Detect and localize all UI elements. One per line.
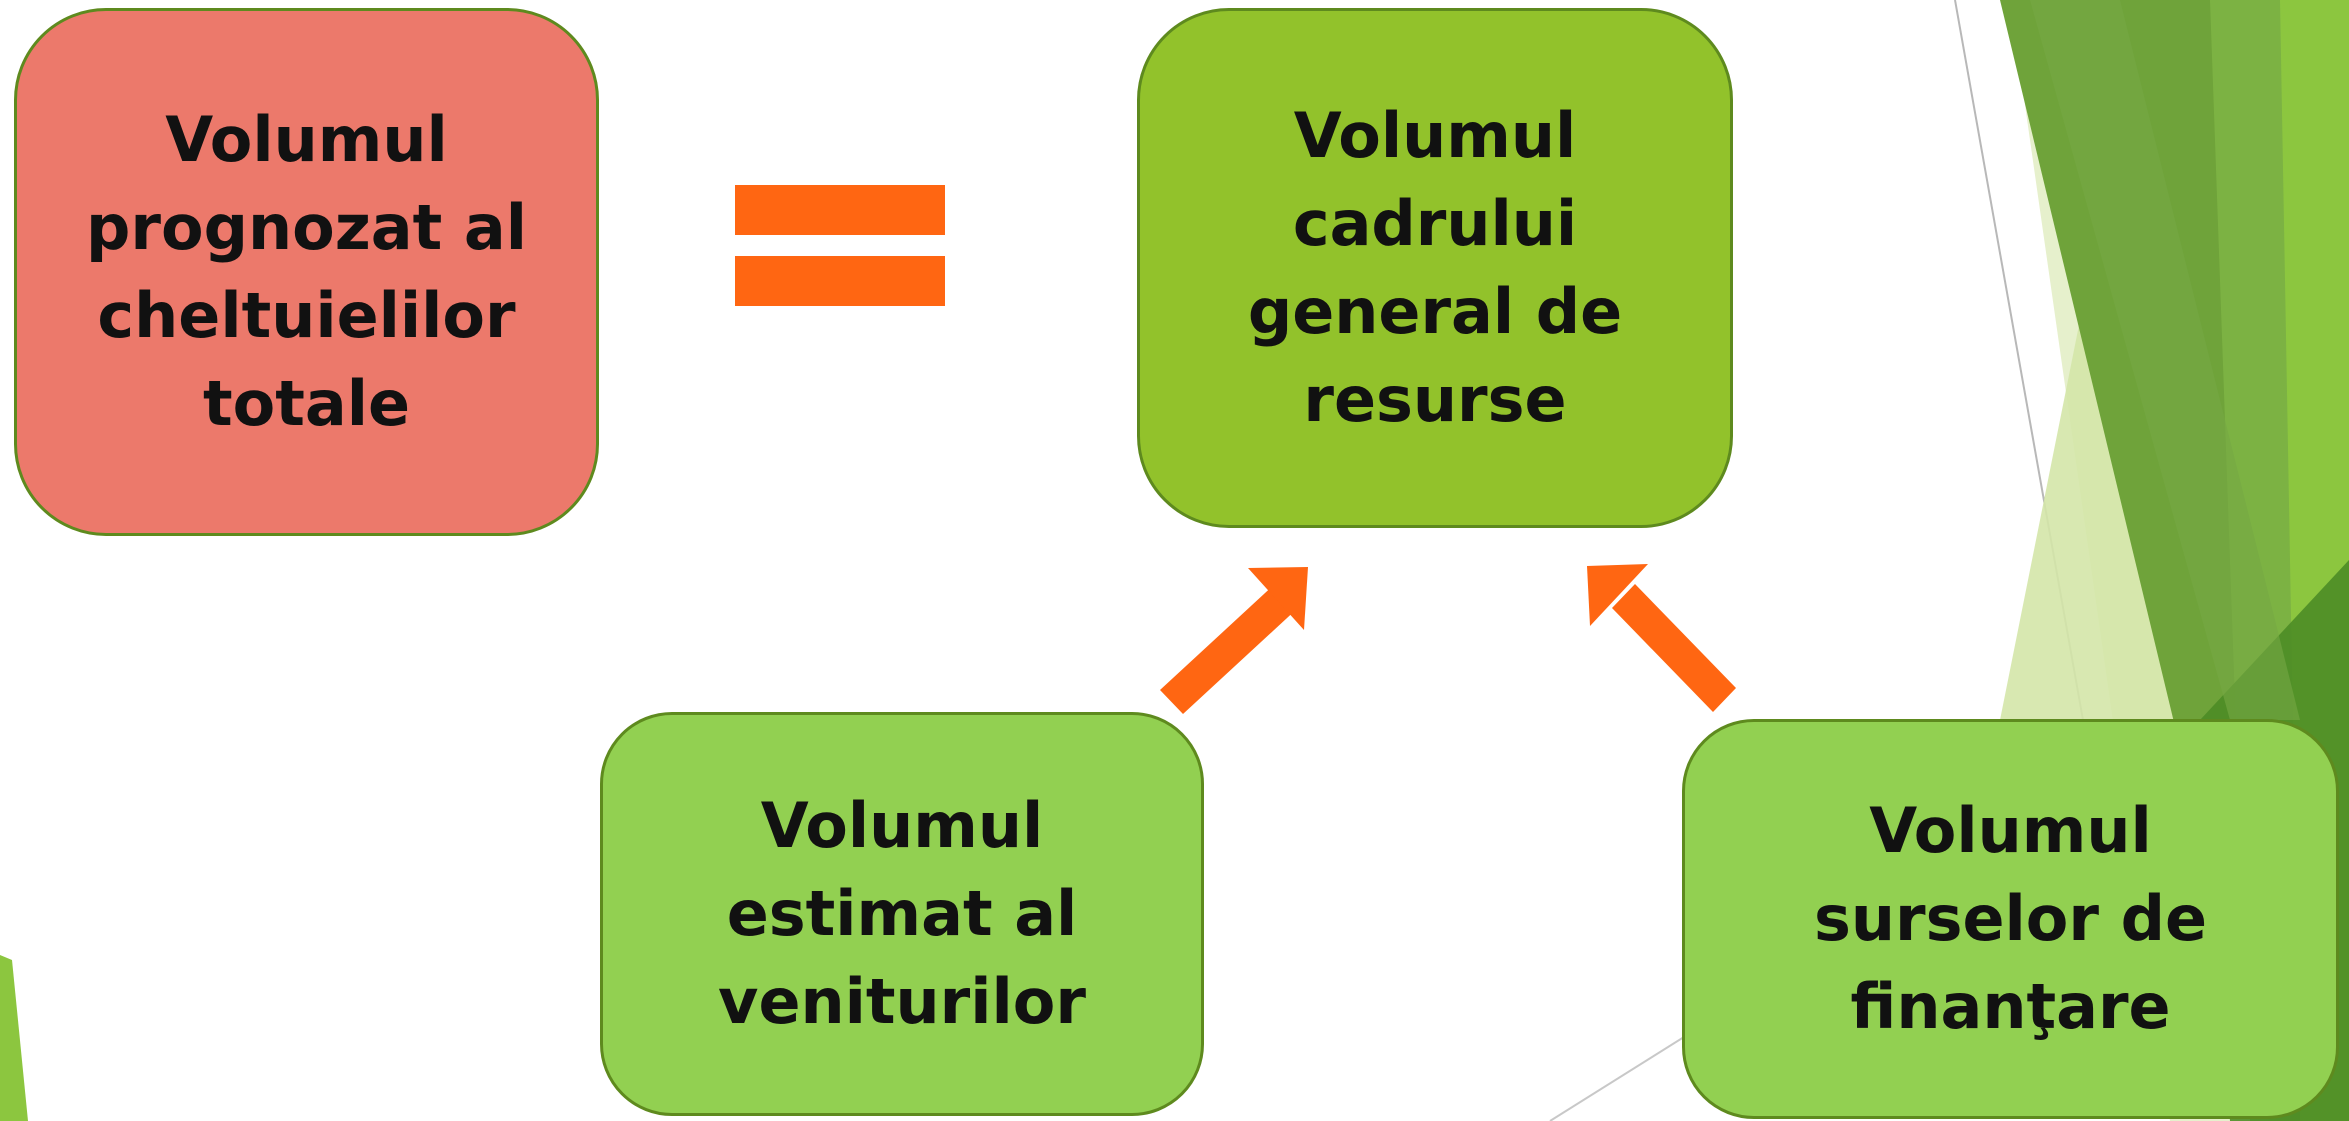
general-resources-box: Volumul cadrului general de resurse [1137,8,1733,528]
decor-facet [0,955,28,1121]
estimated-revenues-box: Volumul estimat al veniturilor [600,712,1204,1116]
estimated-revenues-label: Volumul estimat al veniturilor [718,789,1086,1038]
financing-sources-box: Volumul surselor de finanţare [1682,719,2339,1119]
general-resources-label: Volumul cadrului general de resurse [1247,99,1623,436]
expenses-forecast-box: Volumul prognozat al cheltuielilor total… [14,8,599,536]
financing-sources-label: Volumul surselor de finanţare [1813,794,2207,1043]
decor-facet [2030,0,2300,720]
equals-sign-top-bar [735,185,945,235]
expenses-forecast-label: Volumul prognozat al cheltuielilor total… [86,103,527,440]
equals-sign-bottom-bar [735,256,945,306]
